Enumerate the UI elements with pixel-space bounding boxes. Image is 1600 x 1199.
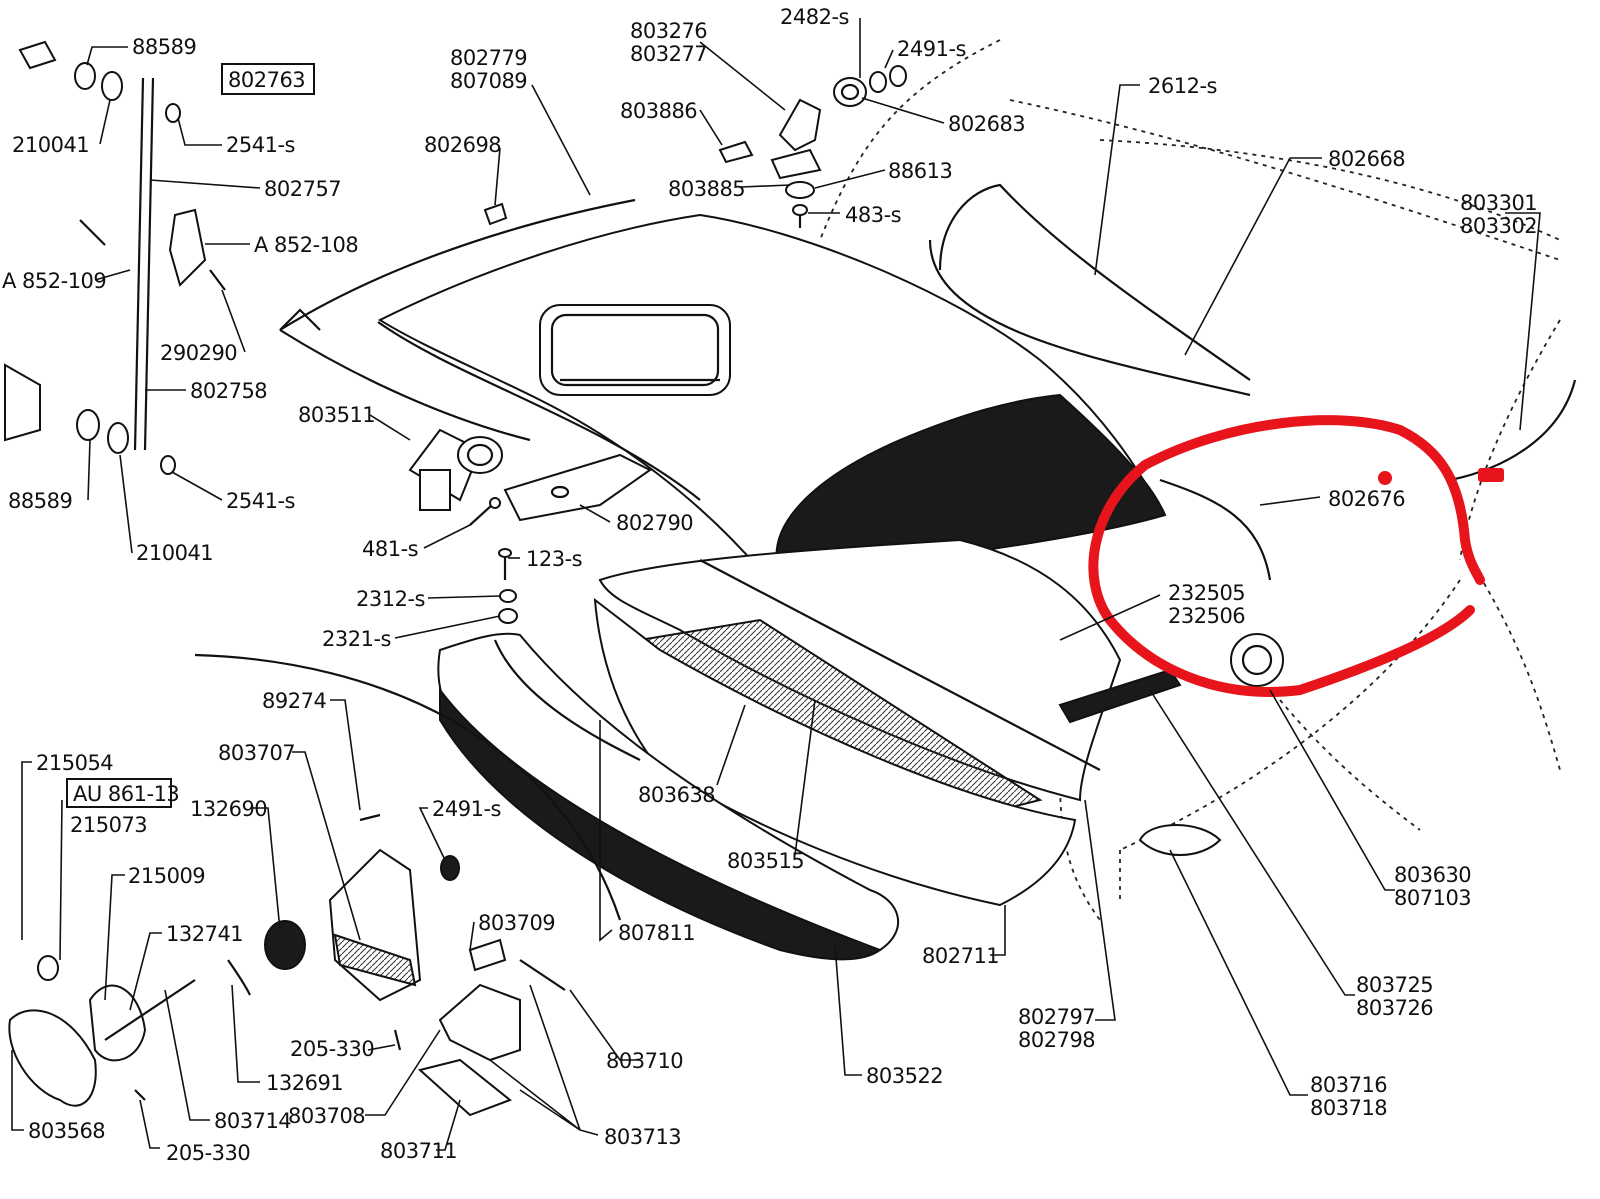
strip-803301	[1449, 379, 1577, 482]
label-2541s-bot: 2541-s	[226, 489, 295, 513]
label-205330-mid: 205-330	[290, 1037, 374, 1061]
label-290290: 290290	[160, 341, 237, 365]
label-802758: 802758	[190, 379, 267, 403]
label-132691: 132691	[266, 1071, 343, 1095]
label-803276: 803276	[630, 19, 707, 43]
label-803886: 803886	[620, 99, 697, 123]
label-215054: 215054	[36, 751, 113, 775]
label-89274: 89274	[262, 689, 326, 713]
label-2482s: 2482-s	[780, 5, 849, 29]
label-481s: 481-s	[362, 537, 418, 561]
label-2541s-top: 2541-s	[226, 133, 295, 157]
highlight-mark	[1478, 468, 1504, 482]
label-803711: 803711	[380, 1139, 457, 1163]
rear-window-802668	[928, 183, 1251, 397]
label-215009: 215009	[128, 864, 205, 888]
label-88589-bot: 88589	[8, 489, 72, 513]
bracket-802790	[503, 453, 652, 522]
bracket-803725	[1058, 668, 1182, 724]
label-132741: 132741	[166, 922, 243, 946]
label-au86113: AU 861-13	[73, 782, 179, 806]
label-803522: 803522	[866, 1064, 943, 1088]
label-802798: 802798	[1018, 1028, 1095, 1052]
label-802763: 802763	[228, 68, 305, 92]
screw-group	[469, 497, 518, 624]
label-803568: 803568	[28, 1119, 105, 1143]
valance-panel-803522	[437, 632, 900, 961]
label-803630: 803630	[1394, 863, 1471, 887]
label-802668: 802668	[1328, 147, 1405, 171]
label-2612s: 2612-s	[1148, 74, 1217, 98]
highlight-circle-lower	[1088, 460, 1475, 697]
leader-lines	[11, 18, 1541, 1151]
label-88613: 88613	[888, 159, 952, 183]
label-2321s: 2321-s	[322, 627, 391, 651]
red-highlight	[1088, 415, 1504, 697]
weatherstrip-802779	[279, 198, 636, 331]
label-803708: 803708	[288, 1104, 365, 1128]
label-205330-bot: 205-330	[166, 1141, 250, 1165]
label-a852109: A 852-109	[2, 269, 106, 293]
label-803511: 803511	[298, 403, 375, 427]
highlight-circle	[1140, 415, 1485, 585]
label-215073: 215073	[70, 813, 147, 837]
label-803638: 803638	[638, 783, 715, 807]
label-803726: 803726	[1356, 996, 1433, 1020]
hinge-803511	[408, 428, 503, 511]
label-803301: 803301	[1460, 191, 1537, 215]
label-807089: 807089	[450, 69, 527, 93]
trunk-lid	[377, 213, 1167, 577]
label-802683: 802683	[948, 112, 1025, 136]
lock-assembly	[8, 813, 566, 1117]
label-803714: 803714	[214, 1109, 291, 1133]
label-803709: 803709	[478, 911, 555, 935]
label-803718: 803718	[1310, 1096, 1387, 1120]
label-box-au86113	[66, 778, 172, 808]
label-803716: 803716	[1310, 1073, 1387, 1097]
grommet-803630	[1230, 633, 1284, 687]
label-483s: 483-s	[845, 203, 901, 227]
label-802790: 802790	[616, 511, 693, 535]
label-210041-bot: 210041	[136, 541, 213, 565]
label-2491s-top: 2491-s	[897, 37, 966, 61]
hinge-bracket-803276	[483, 65, 907, 228]
bracket-803716	[1138, 824, 1222, 856]
label-803725: 803725	[1356, 973, 1433, 997]
strip-802676	[1159, 478, 1272, 581]
label-803885: 803885	[668, 177, 745, 201]
label-802676: 802676	[1328, 487, 1405, 511]
highlight-dot	[1378, 471, 1392, 485]
label-232506: 232506	[1168, 604, 1245, 628]
label-803710: 803710	[606, 1049, 683, 1073]
label-802711: 802711	[922, 944, 999, 968]
label-807811: 807811	[618, 921, 695, 945]
label-802779: 802779	[450, 46, 527, 70]
label-2491s-bot: 2491-s	[432, 797, 501, 821]
latch-rod-assembly	[4, 40, 226, 475]
label-132690: 132690	[190, 797, 267, 821]
label-803713: 803713	[604, 1125, 681, 1149]
label-232505: 232505	[1168, 581, 1245, 605]
label-802797: 802797	[1018, 1005, 1095, 1029]
trunk-well	[593, 538, 1122, 907]
label-2312s: 2312-s	[356, 587, 425, 611]
label-803302: 803302	[1460, 214, 1537, 238]
label-803707: 803707	[218, 741, 295, 765]
label-box-802763	[221, 63, 315, 95]
label-210041-top: 210041	[12, 133, 89, 157]
body-curve	[194, 653, 622, 921]
label-807103: 807103	[1394, 886, 1471, 910]
label-802757: 802757	[264, 177, 341, 201]
label-a852108: A 852-108	[254, 233, 358, 257]
label-802698: 802698	[424, 133, 501, 157]
label-803515: 803515	[727, 849, 804, 873]
label-88589-top: 88589	[132, 35, 196, 59]
label-803277: 803277	[630, 42, 707, 66]
part-labels: 88589 802763 210041 2541-s 802757 A 852-…	[2, 5, 1538, 1165]
label-123s: 123-s	[526, 547, 582, 571]
